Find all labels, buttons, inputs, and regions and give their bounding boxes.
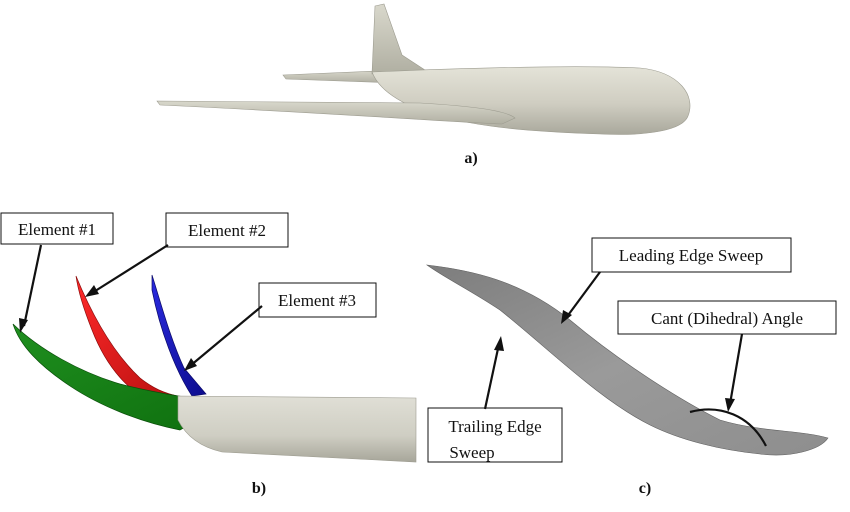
- arrow-cant-angle: [728, 333, 744, 405]
- aircraft-model: [156, 3, 691, 135]
- svg-text:Leading Edge Sweep: Leading Edge Sweep: [619, 246, 763, 265]
- svg-text:Sweep: Sweep: [449, 443, 494, 462]
- arrow-element-3: [189, 305, 263, 367]
- arrowhead-element-3: [184, 358, 197, 371]
- callout-element-3: Element #3: [258, 282, 377, 318]
- arrow-leading-edge-sweep: [565, 271, 601, 319]
- panel-label-a: a): [464, 150, 477, 167]
- vertical-tail: [371, 3, 429, 75]
- callout-trailing-edge-sweep: Trailing Edge Sweep: [427, 407, 563, 463]
- svg-text:Cant (Dihedral) Angle: Cant (Dihedral) Angle: [651, 309, 803, 328]
- callout-element-1: Element #1: [0, 212, 114, 245]
- arrow-element-2: [91, 244, 169, 294]
- winglet-element-3: [151, 274, 207, 397]
- svg-text:Trailing Edge: Trailing Edge: [448, 417, 541, 436]
- arrow-element-1: [22, 244, 43, 327]
- panel-label-c: c): [639, 480, 651, 497]
- panel-label-b: b): [252, 480, 266, 497]
- wing-section-b: [177, 395, 417, 463]
- arrowhead-element-1: [19, 318, 28, 333]
- callout-element-2: Element #2: [165, 212, 289, 248]
- arrowhead-cant-angle: [725, 398, 735, 412]
- svg-text:Element #2: Element #2: [188, 221, 266, 240]
- cant-angle-arc: [689, 408, 767, 447]
- callout-leading-edge-sweep: Leading Edge Sweep: [591, 237, 792, 273]
- near-wing: [156, 100, 516, 125]
- svg-text:Element #3: Element #3: [278, 291, 356, 310]
- arrowhead-leading-edge-sweep: [561, 310, 572, 324]
- arrowhead-trailing-edge-sweep: [494, 336, 504, 351]
- blended-winglet: [425, 264, 829, 456]
- fuselage: [371, 66, 691, 135]
- arrowhead-element-2: [85, 285, 99, 297]
- arrow-trailing-edge-sweep: [483, 343, 501, 410]
- svg-text:Element #1: Element #1: [18, 220, 96, 239]
- callout-cant-angle: Cant (Dihedral) Angle: [617, 300, 837, 335]
